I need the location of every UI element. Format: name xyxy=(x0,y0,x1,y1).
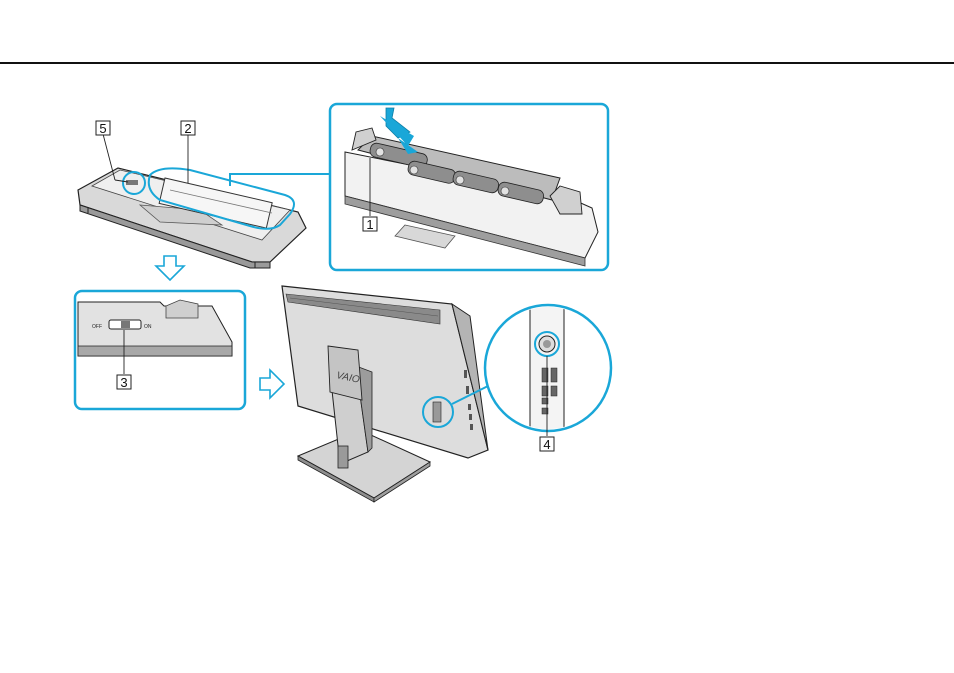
callout-2: 2 xyxy=(181,121,195,136)
callout-1-label: 1 xyxy=(366,217,373,232)
computer-rear-illustration: VAIO xyxy=(282,286,492,502)
battery-zoom-panel xyxy=(330,104,608,270)
down-arrow-icon xyxy=(156,256,184,280)
callout-2-label: 2 xyxy=(184,121,191,136)
switch-off-label: OFF xyxy=(92,324,102,330)
callout-5-label: 5 xyxy=(99,121,106,136)
power-switch-zoom-panel: OFF ON xyxy=(75,291,245,409)
callout-3-label: 3 xyxy=(120,375,127,390)
callout-5: 5 xyxy=(96,121,110,136)
callout-4-label: 4 xyxy=(543,437,550,452)
callout-4: 4 xyxy=(540,437,554,452)
keyboard-illustration xyxy=(78,168,306,268)
callout-1: 1 xyxy=(363,217,377,232)
right-arrow-icon xyxy=(260,370,284,398)
callout-3: 3 xyxy=(117,375,131,390)
ports-zoom-panel xyxy=(485,300,611,440)
switch-on-label: ON xyxy=(144,324,152,330)
